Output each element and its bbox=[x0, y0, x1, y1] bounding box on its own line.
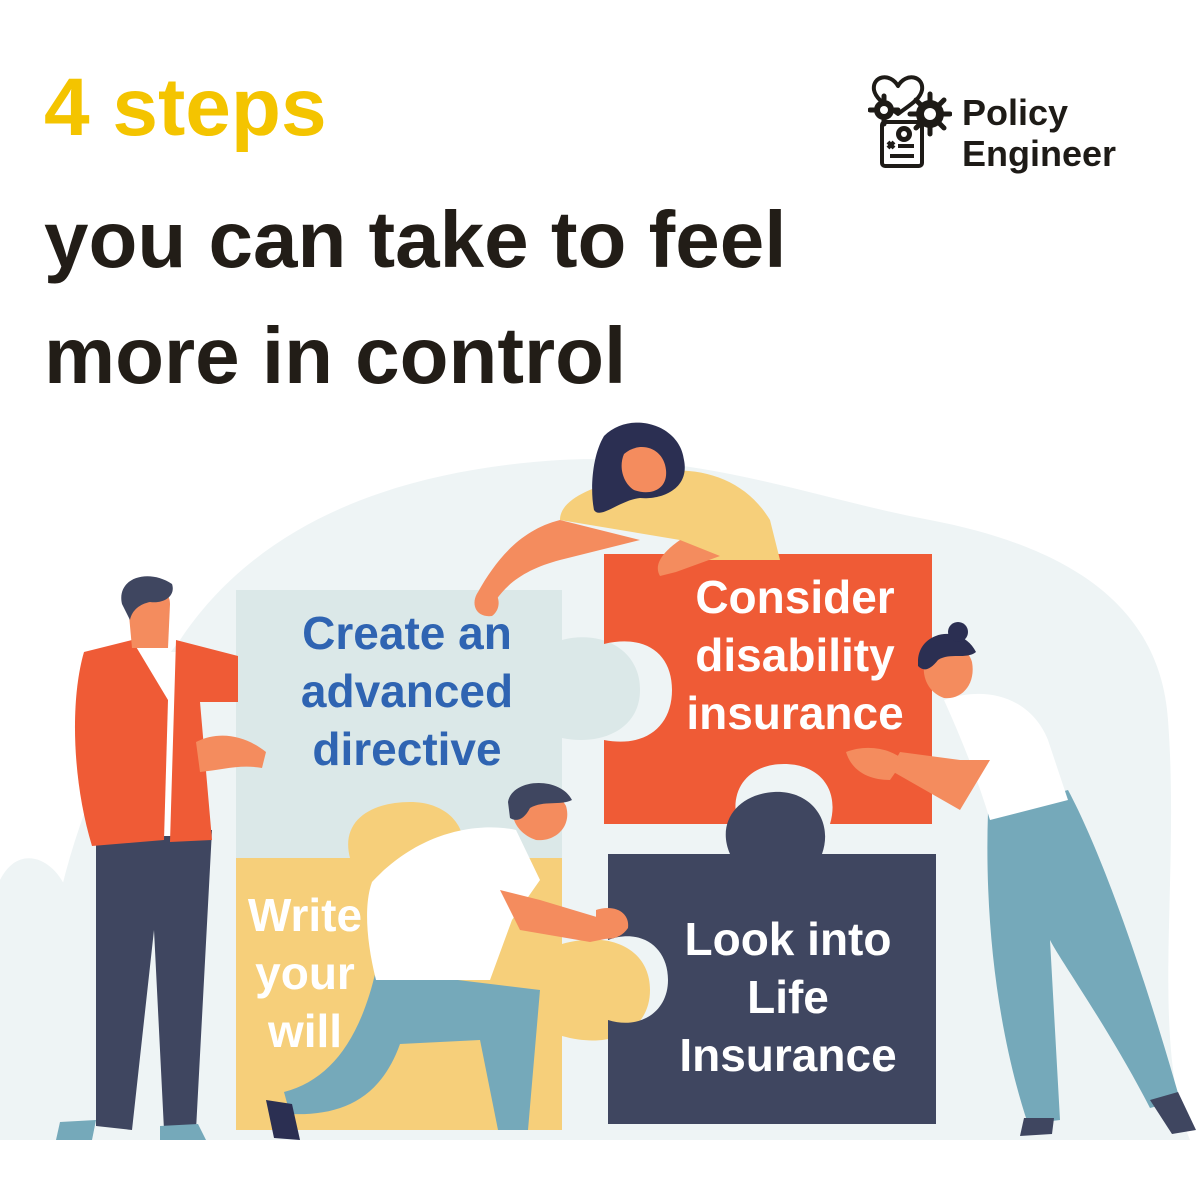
backdrop-blob-left bbox=[0, 858, 70, 1140]
life-line-1: Look into bbox=[684, 913, 892, 965]
headline-accent: 4 steps bbox=[44, 62, 327, 153]
logo-line-1: Policy bbox=[962, 92, 1069, 133]
headline: 4 steps you can take to feel more in con… bbox=[44, 62, 786, 414]
puzzle-label-disability: Consider disability insurance bbox=[650, 568, 940, 742]
puzzle-label-will: Write your will bbox=[230, 886, 380, 1060]
woman-right-figure bbox=[846, 622, 1196, 1136]
logo-wordmark: Policy Engineer bbox=[962, 92, 1116, 174]
logo-line-2: Engineer bbox=[962, 133, 1117, 174]
will-line-3: will bbox=[267, 1005, 343, 1057]
will-line-1: Write bbox=[247, 889, 363, 941]
directive-line-1: Create an bbox=[302, 607, 512, 659]
directive-line-3: directive bbox=[312, 723, 502, 775]
life-line-3: Insurance bbox=[679, 1029, 897, 1081]
disability-line-3: insurance bbox=[686, 687, 904, 739]
man-left-figure bbox=[56, 576, 266, 1140]
directive-line-2: advanced bbox=[300, 665, 514, 717]
life-line-2: Life bbox=[747, 971, 829, 1023]
headline-line-2: more in control bbox=[44, 311, 627, 400]
heart-gears-document-icon bbox=[868, 75, 952, 168]
puzzle-piece-life bbox=[608, 791, 936, 1124]
policy-engineer-logo: Policy Engineer bbox=[868, 58, 1168, 178]
woman-top-figure bbox=[474, 422, 780, 617]
will-line-2: your bbox=[255, 947, 355, 999]
disability-line-2: disability bbox=[695, 629, 895, 681]
disability-line-1: Consider bbox=[695, 571, 895, 623]
puzzle-label-life: Look into Life Insurance bbox=[640, 910, 936, 1084]
man-kneeling-figure bbox=[266, 782, 629, 1140]
headline-line-1: you can take to feel bbox=[44, 195, 787, 284]
puzzle-label-directive: Create an advanced directive bbox=[262, 604, 552, 778]
